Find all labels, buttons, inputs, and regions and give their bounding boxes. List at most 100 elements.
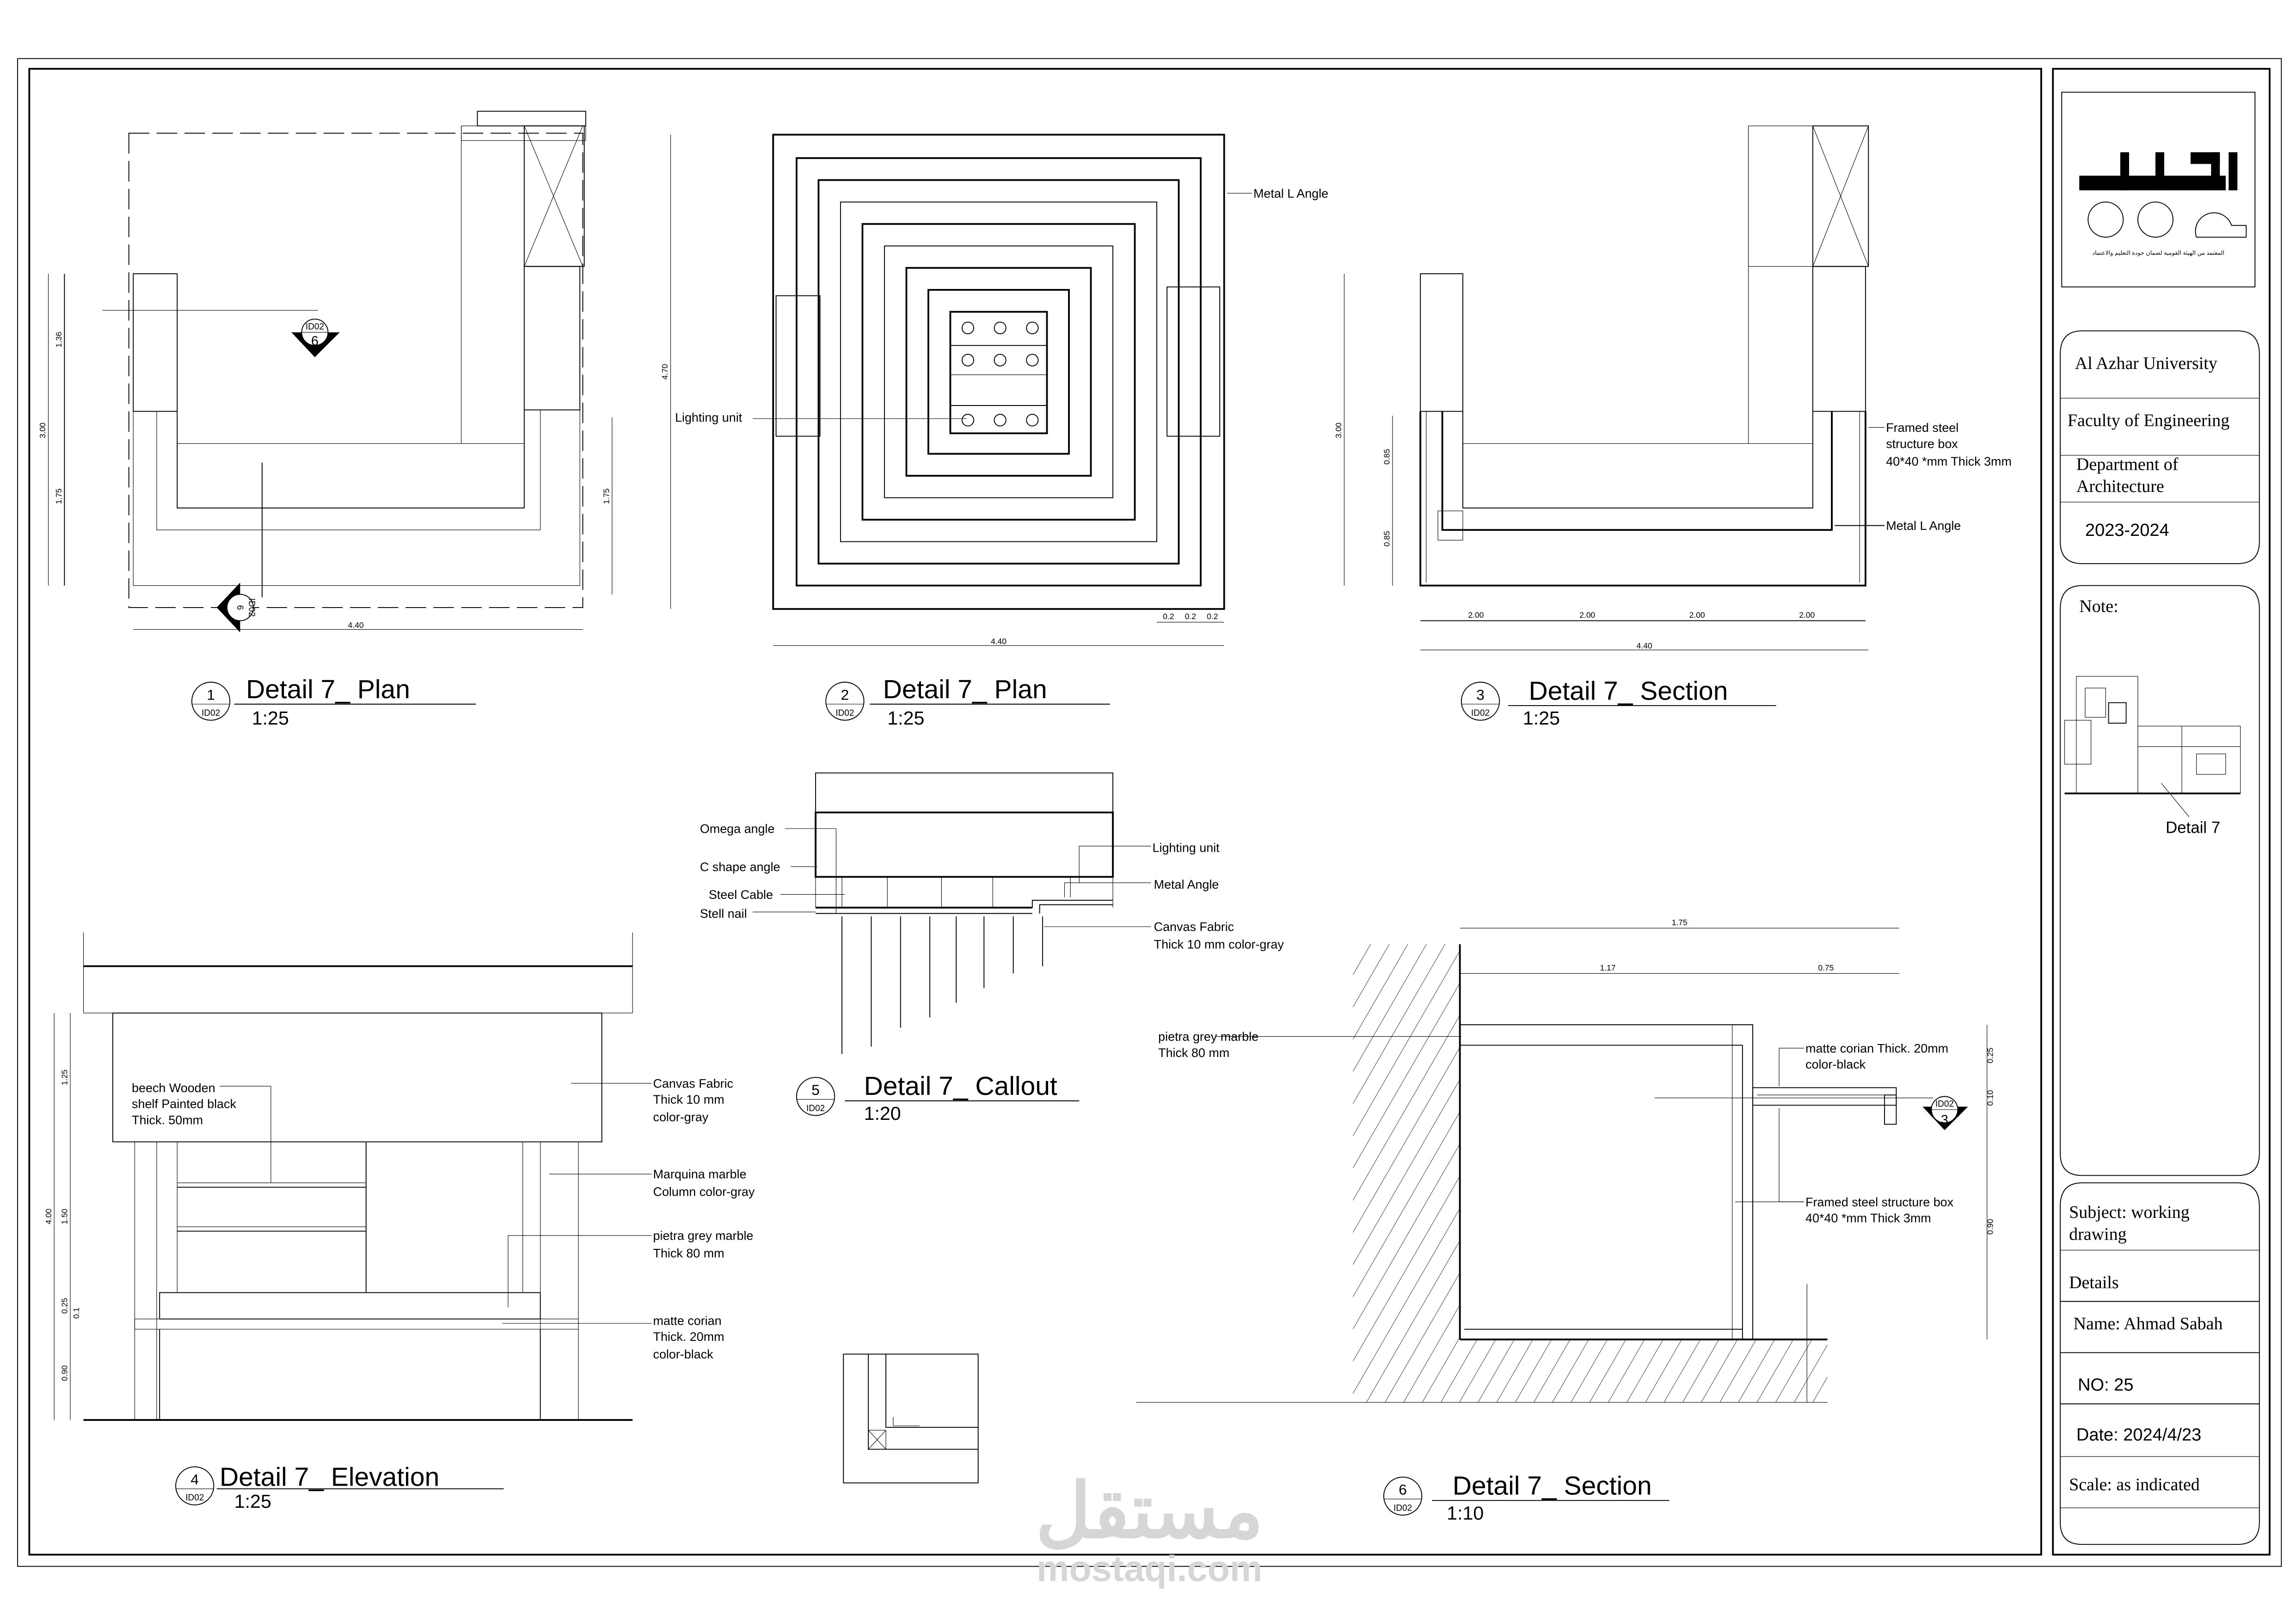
detail-title: Detail 7_ Section xyxy=(1529,676,1728,706)
detail-3-section: Framed steel structure box 40*40 *mm Thi… xyxy=(1334,125,2012,651)
annotation: Thick 10 mm color-gray xyxy=(1154,938,1284,952)
sheet-info-box xyxy=(2060,1182,2260,1545)
detail-sheet: ID02 xyxy=(1471,708,1490,718)
detail-title: Detail 7_ Plan xyxy=(246,675,410,704)
subject-line2: drawing xyxy=(2069,1225,2127,1244)
detail-5-title: 5 ID02 Detail 7_ Callout 1:20 xyxy=(796,1071,1080,1124)
detail-number: 2 xyxy=(841,686,849,703)
detail-4-elevation: 4.00 1.25 1.50 0.25 0.1 0.90 beech Woode… xyxy=(44,932,755,1421)
annotation: color-black xyxy=(653,1347,714,1361)
university-name: Al Azhar University xyxy=(2075,354,2217,373)
detail-number: 6 xyxy=(1399,1481,1407,1498)
detail-scale: 1:25 xyxy=(887,707,924,729)
drawing-frame xyxy=(28,68,2042,1556)
marker-sheet: ID02 xyxy=(246,598,256,617)
annotation: Metal L Angle xyxy=(1886,519,1961,533)
dim-label: 0.85 xyxy=(1382,449,1392,465)
annotation: Steel Cable xyxy=(709,888,773,902)
dim-label: 1.75 xyxy=(602,488,611,504)
annotation: Thick 10 mm xyxy=(653,1093,724,1106)
detail-6-section: ID02 3 pietra grey marble Thick 80 mm ma… xyxy=(1136,918,1995,1403)
annotation: Thick. 50mm xyxy=(132,1113,203,1127)
annotation: Canvas Fabric xyxy=(653,1076,733,1090)
faculty-name: Faculty of Engineering xyxy=(2068,411,2229,430)
dim-label: 4.40 xyxy=(348,621,364,630)
marker-sheet: ID02 xyxy=(1935,1100,1954,1109)
keyplan-label: Detail 7 xyxy=(2166,818,2220,836)
dim-label: 1.36 xyxy=(54,332,63,348)
dim-label: 2.00 xyxy=(1799,610,1815,620)
dim-label: 2.00 xyxy=(1579,610,1595,620)
dim-label: 0.2 xyxy=(1207,612,1218,621)
annotation: pietra grey marble xyxy=(653,1229,754,1243)
marker-sheet: ID02 xyxy=(306,322,324,332)
note-label: Note: xyxy=(2079,596,2118,616)
detail-sheet: ID02 xyxy=(806,1104,825,1113)
annotation: C shape angle xyxy=(700,860,780,874)
dim-label: 0.2 xyxy=(1185,612,1196,621)
annotation: Lighting unit xyxy=(1153,841,1220,855)
detail-scale: 1:25 xyxy=(234,1491,271,1512)
dim-label: 1.17 xyxy=(1600,963,1616,972)
student-name: Name: Ahmad Sabah xyxy=(2074,1314,2223,1333)
marker-number: 6 xyxy=(235,605,245,610)
detail-number: 5 xyxy=(811,1081,820,1098)
annotation: Metal L Angle xyxy=(1253,186,1328,200)
dim-label: 0.90 xyxy=(1985,1219,1995,1235)
dim-label: 4.70 xyxy=(660,364,669,380)
university-logo xyxy=(2061,92,2256,288)
detail-sheet: ID02 xyxy=(835,708,854,718)
detail-sheet: ID02 xyxy=(202,708,220,718)
annotation: Marquina marble xyxy=(653,1167,747,1181)
dim-label: 0.90 xyxy=(60,1365,69,1381)
annotation: pietra grey marble xyxy=(1158,1030,1259,1044)
detail-sheet: ID02 xyxy=(1394,1503,1412,1513)
dim-label: 1.25 xyxy=(60,1069,69,1085)
detail-3-title: 3 ID02 Detail 7_ Section 1:25 xyxy=(1461,676,1776,729)
detail-title: Detail 7_ Callout xyxy=(864,1071,1057,1101)
detail-scale: 1:20 xyxy=(864,1103,901,1124)
annotation: shelf Painted black xyxy=(132,1097,236,1111)
annotation: matte corian Thick. 20mm xyxy=(1805,1041,1948,1055)
detail-title: Detail 7_ Elevation xyxy=(220,1462,439,1492)
dim-label: 1.75 xyxy=(1672,918,1688,927)
annotation: 40*40 *mm Thick 3mm xyxy=(1805,1211,1931,1225)
sheet-number: NO: 25 xyxy=(2078,1376,2133,1395)
annotation: Framed steel xyxy=(1886,421,1958,435)
dim-label: 0.25 xyxy=(60,1298,69,1314)
detail-2-title: 2 ID02 Detail 7_ Plan 1:25 xyxy=(825,675,1110,729)
annotation: Thick 80 mm xyxy=(1158,1046,1229,1060)
sheet-date: Date: 2024/4/23 xyxy=(2076,1425,2201,1444)
detail-5-callout: Omega angle C shape angle Steel Cable St… xyxy=(700,772,1284,1054)
detail-scale: 1:25 xyxy=(252,707,289,729)
watermark-latin: mostaqi.com xyxy=(1037,1548,1262,1589)
department-line2: Architecture xyxy=(2076,477,2164,496)
watermark: مستقل mostaqi.com xyxy=(1036,1468,1264,1589)
outer-border xyxy=(17,58,2282,1567)
watermark-arabic: مستقل xyxy=(1036,1468,1264,1553)
detail-number: 3 xyxy=(1476,686,1485,703)
annotation: Lighting unit xyxy=(675,411,743,424)
dim-label: 2.00 xyxy=(1468,610,1484,620)
dim-label: 0.2 xyxy=(1163,612,1174,621)
detail-2-ceiling-plan: Metal L Angle Lighting unit 4.70 4.40 0.… xyxy=(660,134,1328,646)
annotation: 40*40 *mm Thick 3mm xyxy=(1886,455,2012,468)
annotation: color-gray xyxy=(653,1110,709,1124)
dim-label: 4.40 xyxy=(991,637,1007,646)
detail-4-title: 4 ID02 Detail 7_ Elevation 1:25 xyxy=(175,1462,504,1512)
annotation: Metal Angle xyxy=(1154,878,1219,891)
marker-number: 6 xyxy=(311,334,319,349)
annotation: Stell nail xyxy=(700,907,747,921)
university-logo-mark: المعتمد من الهيئة القومية لضمان جودة الت… xyxy=(2079,152,2247,257)
annotation: matte corian xyxy=(653,1314,722,1327)
detail-number: 4 xyxy=(190,1471,199,1487)
title-panel-frame xyxy=(2052,68,2271,1556)
detail-title: Detail 7_ Section xyxy=(1453,1471,1652,1501)
dim-label: 0.25 xyxy=(1985,1048,1995,1063)
department-line1: Department of xyxy=(2076,455,2179,474)
annotation: structure box xyxy=(1886,437,1958,451)
dim-label: 0.10 xyxy=(1985,1090,1995,1106)
note-box xyxy=(2060,585,2260,1176)
sheet-type: Details xyxy=(2069,1273,2119,1292)
